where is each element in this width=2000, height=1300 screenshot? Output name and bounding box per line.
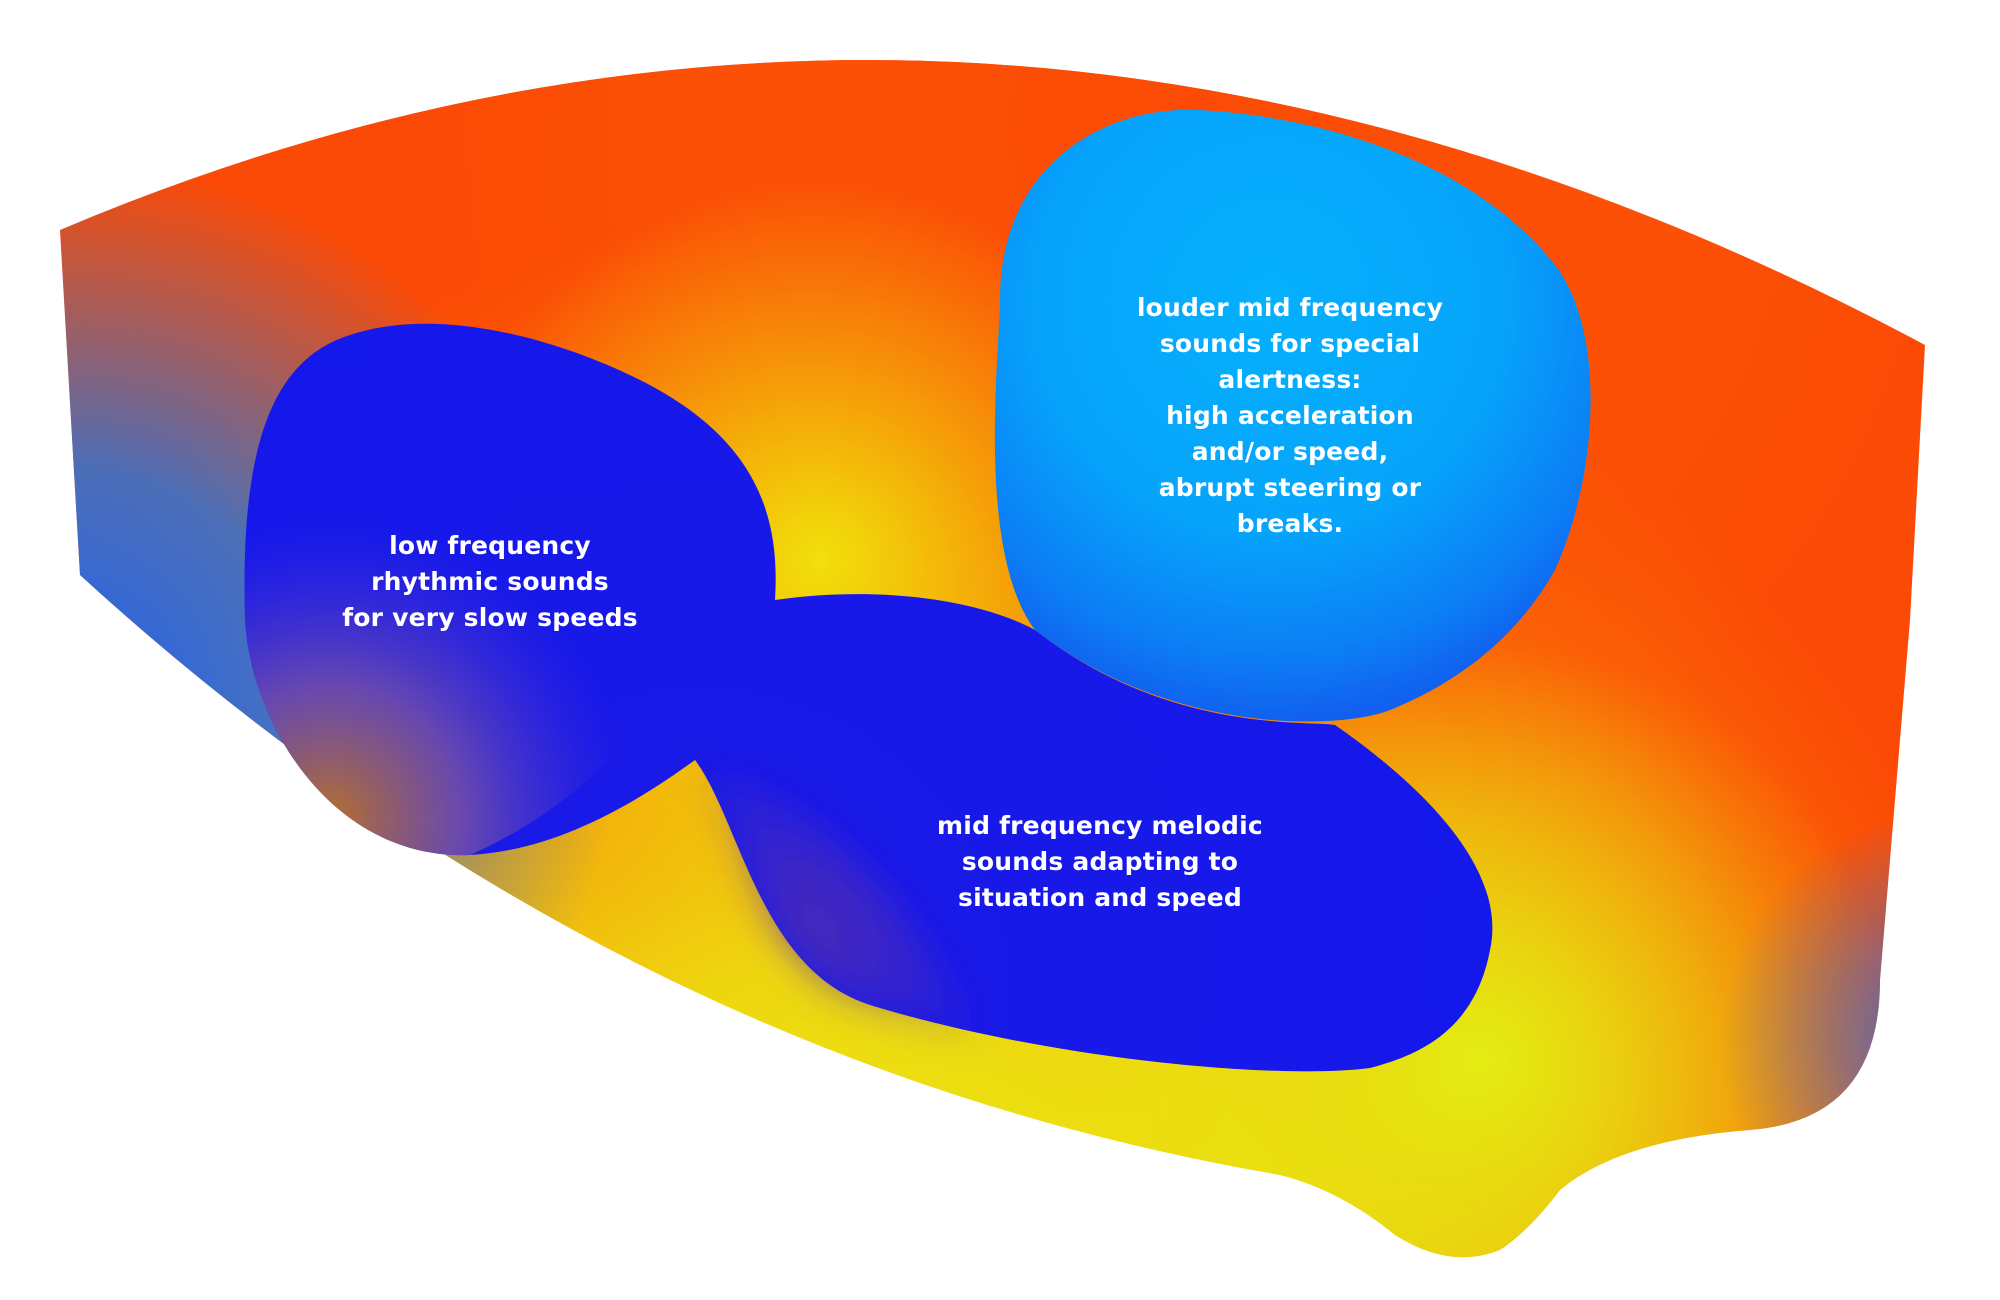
mid-frequency-zone-label: mid frequency melodic sounds adapting to… xyxy=(937,811,1263,912)
low-frequency-zone-label: low frequency rhythmic sounds for very s… xyxy=(342,531,638,632)
louder-mid-frequency-zone-label: louder mid frequency sounds for special … xyxy=(1136,293,1444,538)
zone-shading xyxy=(244,323,980,1040)
louder-zone-blob xyxy=(994,109,1591,722)
